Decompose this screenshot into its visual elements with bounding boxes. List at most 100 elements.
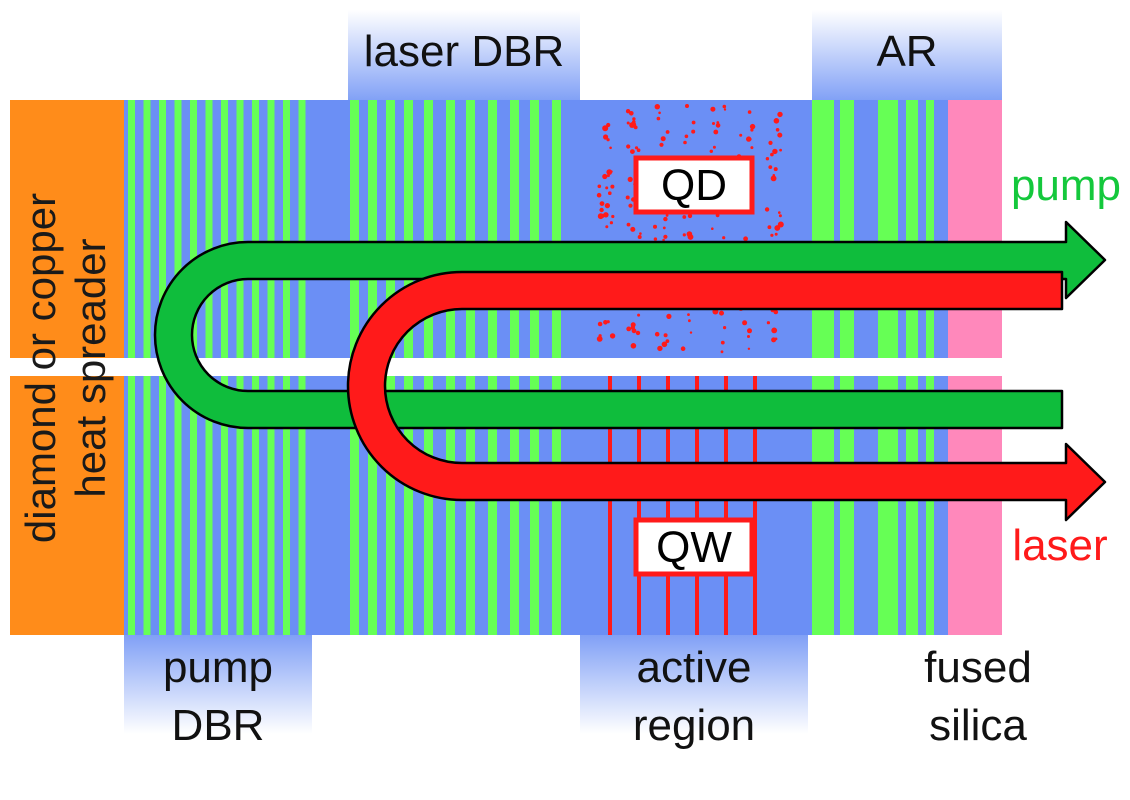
quantum-dot [626, 144, 631, 149]
quantum-dot [662, 226, 666, 230]
quantum-dot [689, 331, 693, 334]
quantum-well-layer [637, 376, 641, 635]
laser-dbr-tab [348, 10, 580, 102]
laser-beam-label: laser [1012, 521, 1107, 570]
quantum-dot [653, 237, 658, 241]
quantum-dot [602, 173, 608, 180]
quantum-dot [665, 130, 670, 134]
quantum-dot [665, 214, 669, 217]
active-region-label-line1: active [637, 643, 752, 692]
quantum-dot [657, 345, 663, 352]
quantum-wells [608, 376, 757, 635]
quantum-dot [596, 336, 603, 342]
quantum-dot [778, 211, 781, 214]
quantum-dot [691, 120, 696, 125]
quantum-dot [775, 128, 780, 132]
quantum-dot [634, 146, 639, 150]
quantum-well-layer [753, 376, 757, 635]
quantum-dot [625, 109, 631, 114]
quantum-dot [746, 136, 752, 142]
qw-box [633, 517, 755, 577]
quantum-dot [660, 136, 666, 142]
quantum-dot [630, 325, 635, 330]
quantum-dot [722, 104, 727, 109]
quantum-dot [723, 326, 727, 330]
quantum-dot [765, 157, 770, 161]
quantum-dot [711, 227, 714, 230]
quantum-dot [688, 319, 691, 323]
quantum-dot [773, 167, 778, 172]
quantum-dot [767, 225, 772, 230]
quantum-dot [637, 235, 642, 239]
quantum-dot [743, 236, 748, 242]
quantum-dot [626, 121, 630, 125]
quantum-dot [687, 213, 693, 219]
quantum-dot [750, 146, 754, 150]
quantum-dot [772, 148, 778, 155]
laser-beam [346, 270, 1107, 522]
quantum-dot [637, 313, 641, 317]
quantum-dot [742, 320, 748, 326]
quantum-dot [630, 121, 637, 128]
quantum-dot [608, 191, 612, 195]
quantum-dot [747, 328, 752, 334]
quantum-dot [605, 225, 609, 229]
quantum-dot [596, 192, 602, 198]
quantum-dot [639, 232, 642, 235]
quantum-dot [713, 129, 719, 135]
quantum-dot [770, 152, 774, 157]
quantum-dot [653, 224, 657, 229]
quantum-dot [684, 134, 689, 139]
quantum-dot [630, 343, 637, 349]
quantum-dot [773, 118, 780, 124]
quantum-well-layer [666, 376, 670, 635]
quantum-dot [766, 321, 771, 325]
quantum-dot [768, 140, 773, 145]
quantum-dot [662, 238, 665, 242]
quantum-dot [747, 347, 751, 350]
quantum-dot [716, 121, 720, 124]
quantum-dot [682, 215, 687, 219]
quantum-dot [687, 313, 690, 316]
pump-dbr-label-line1: pump [163, 643, 273, 692]
quantum-dot [719, 310, 724, 316]
quantum-dot [666, 313, 672, 319]
quantum-dot [599, 201, 605, 207]
quantum-dot [606, 320, 610, 324]
quantum-dot [656, 116, 661, 121]
quantum-dot [777, 132, 783, 138]
quantum-dot [663, 216, 668, 222]
quantum-dot [603, 320, 608, 325]
pump-dbr-tab [124, 634, 312, 734]
quantum-dot [598, 334, 602, 338]
quantum-dot [626, 326, 632, 332]
quantum-dot [773, 309, 779, 315]
active-region-label-line2: region [633, 701, 755, 750]
quantum-dot [720, 350, 724, 354]
quantum-dot [605, 186, 609, 190]
quantum-dot [654, 331, 660, 337]
quantum-dot [606, 169, 613, 176]
quantum-dot [625, 195, 630, 200]
quantum-dot [747, 110, 752, 114]
quantum-dot [712, 145, 716, 149]
qw-label: QW [656, 523, 732, 572]
quantum-dot [722, 236, 726, 240]
quantum-dot [764, 207, 770, 212]
qd-label: QD [661, 161, 727, 210]
quantum-dot [604, 203, 611, 209]
qd-box [633, 155, 755, 215]
quantum-dot [628, 203, 633, 208]
quantum-dot [659, 142, 664, 147]
quantum-dot [715, 123, 721, 128]
heat-spreader-label-line1: diamond or copper [17, 193, 64, 543]
active-region-tab [580, 634, 808, 734]
quantum-dot [739, 133, 743, 137]
quantum-dot [691, 129, 696, 134]
quantum-dot [770, 233, 774, 237]
quantum-dot [749, 123, 756, 130]
quantum-dot [610, 170, 613, 173]
quantum-dot [632, 117, 636, 121]
quantum-dot [597, 321, 603, 327]
quantum-dot [768, 165, 773, 170]
